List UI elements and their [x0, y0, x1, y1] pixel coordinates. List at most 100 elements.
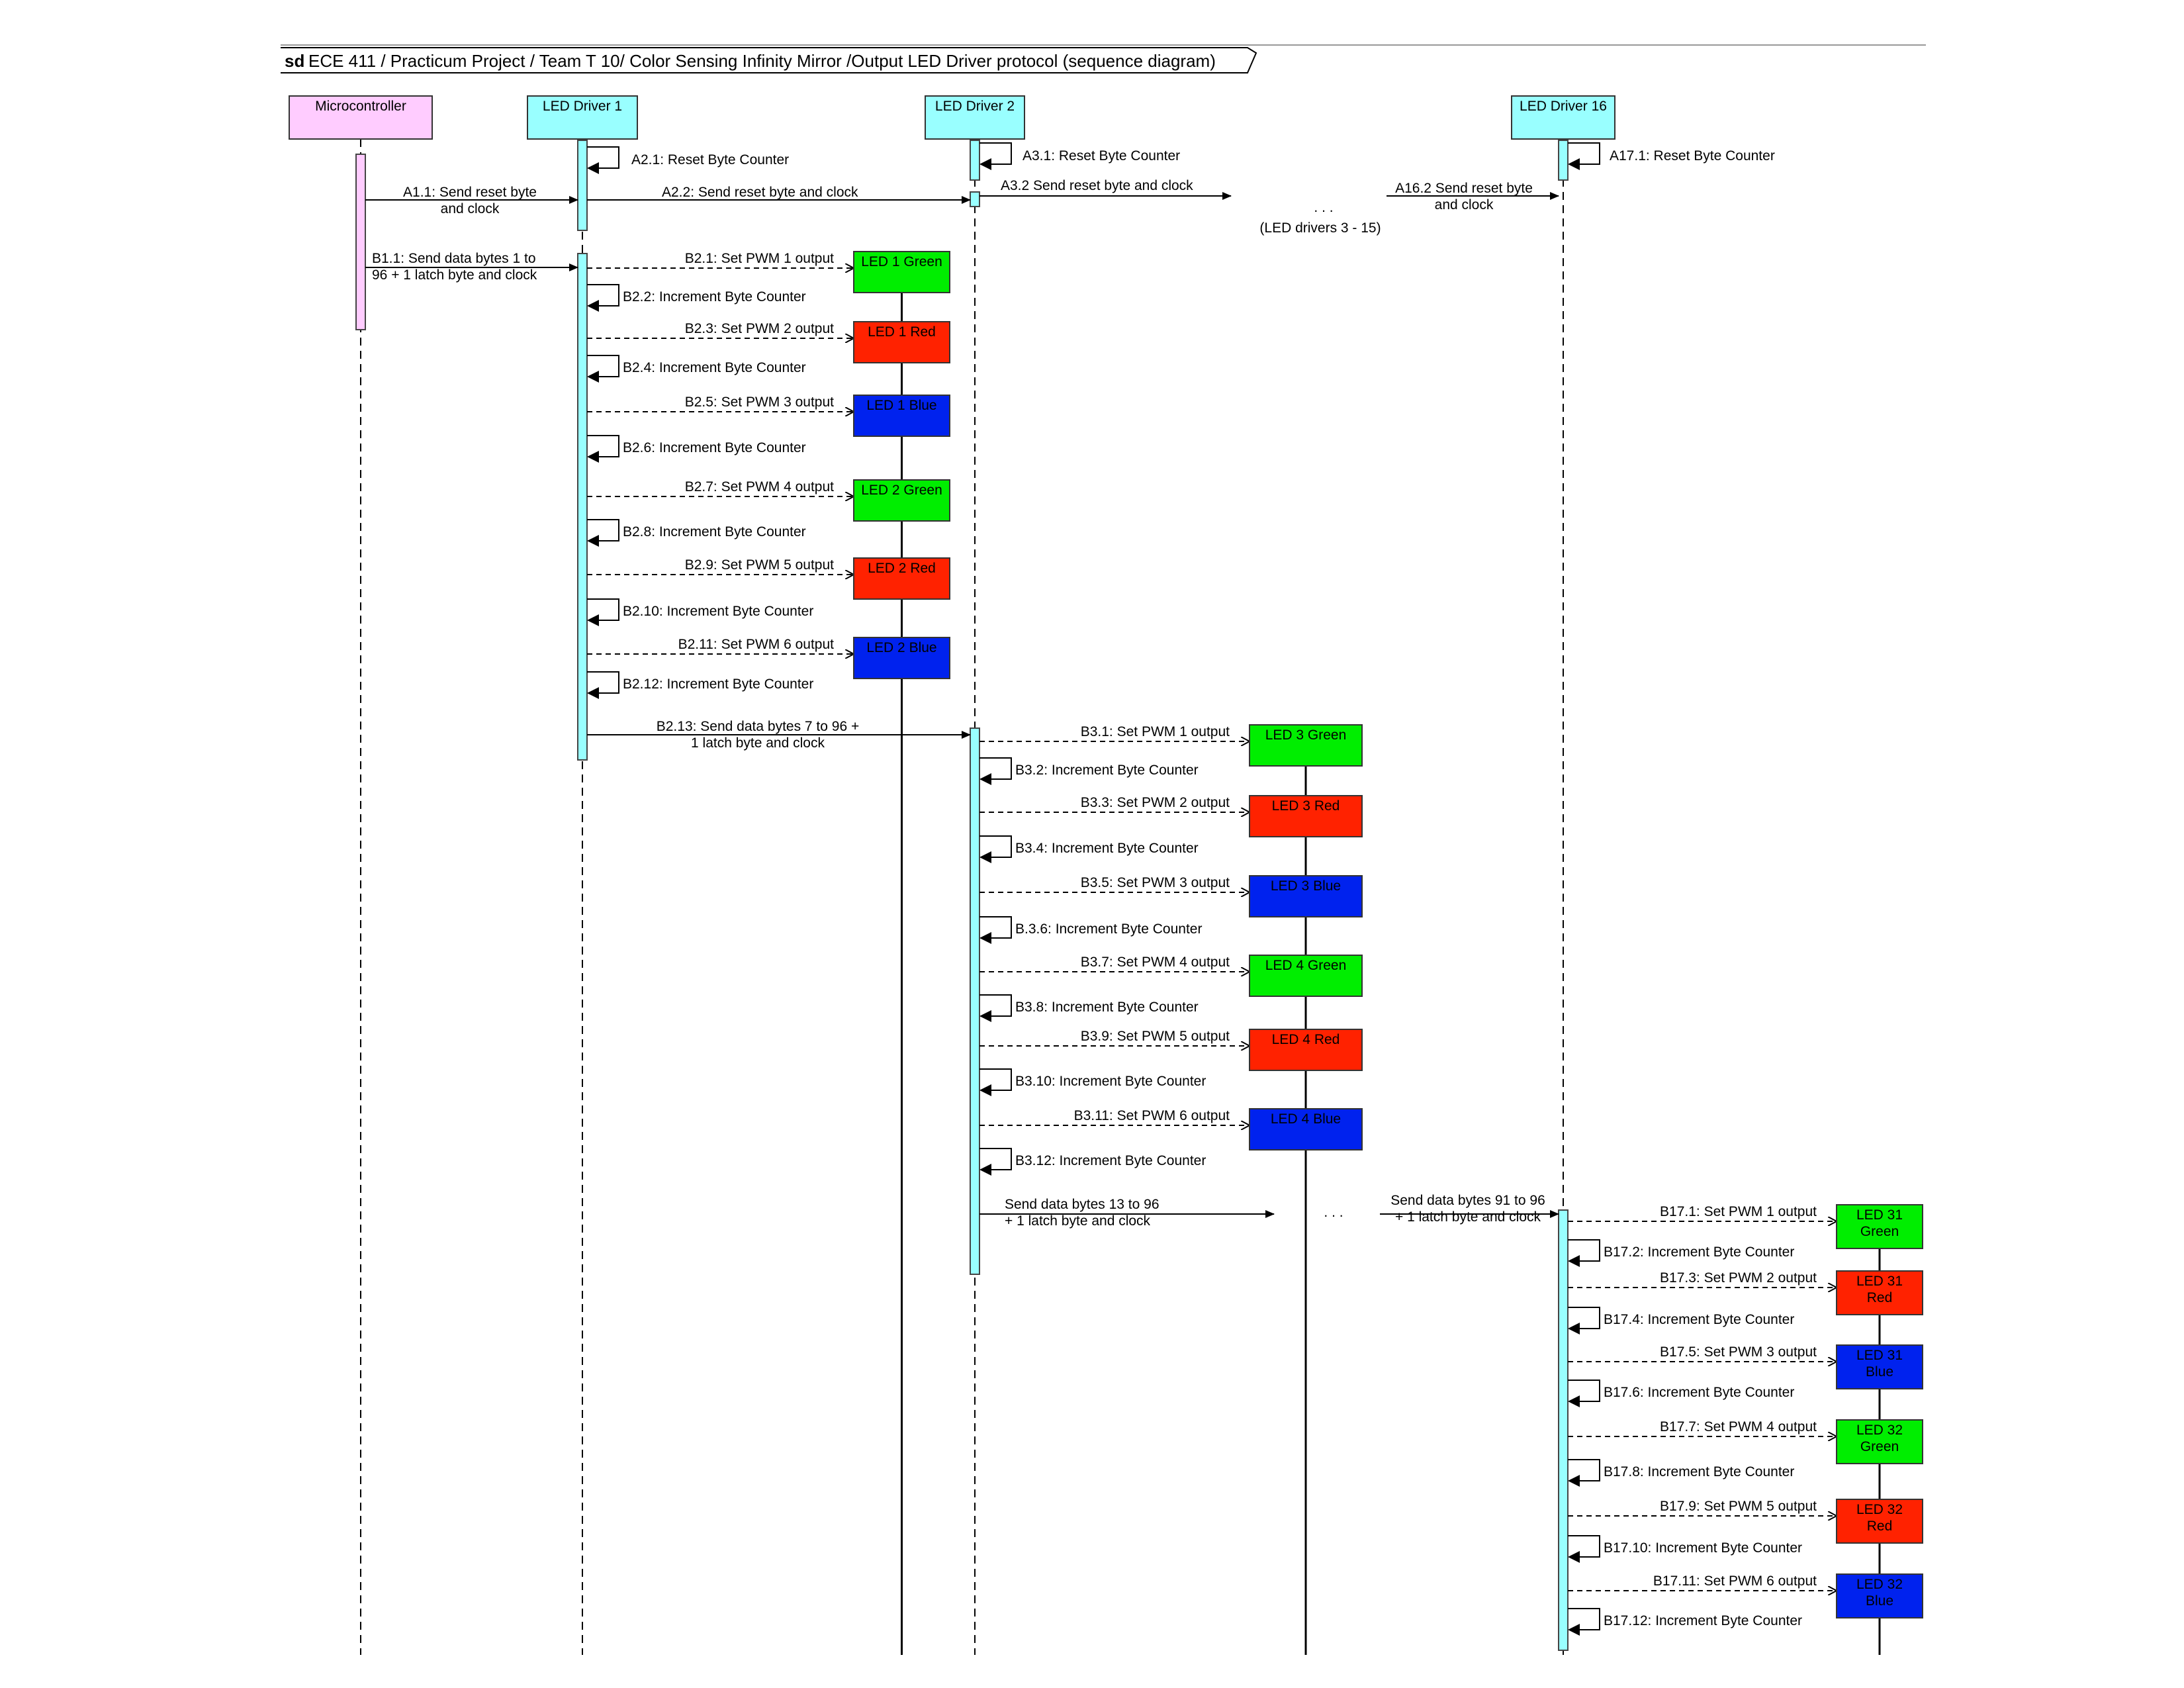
activation-d1-data [577, 253, 588, 761]
message-a32: A3.2 Send reset byte and clock [1001, 178, 1193, 193]
led-box-d2 [1249, 955, 1363, 997]
message-b11: 96 + 1 latch byte and clock [372, 267, 537, 283]
led-box-d2 [1249, 1108, 1363, 1150]
message-increment: B17.8: Increment Byte Counter [1604, 1464, 1794, 1479]
led-label: LED 4 Green [1265, 958, 1347, 973]
self-loop-increment-head [587, 614, 599, 626]
message-increment: B2.8: Increment Byte Counter [623, 524, 806, 539]
self-loop-increment [979, 1068, 1012, 1091]
self-loop-increment-head [979, 773, 991, 785]
message-increment: B3.10: Increment Byte Counter [1015, 1074, 1206, 1089]
led-box-d1 [853, 321, 950, 363]
led-box-d2 [1249, 724, 1363, 767]
lifeline-head-d1 [527, 95, 638, 140]
message-b213: 1 latch byte and clock [691, 735, 825, 751]
message-a21: A2.1: Reset Byte Counter [631, 152, 789, 167]
led-label: Green [1860, 1439, 1899, 1454]
message-set-pwm: B2.3: Set PWM 2 output [685, 321, 834, 336]
self-loop-increment-head [979, 1010, 991, 1022]
message-increment: B.3.6: Increment Byte Counter [1015, 921, 1202, 937]
message-send13: + 1 latch byte and clock [1005, 1213, 1151, 1229]
message-set-pwm: B2.5: Set PWM 3 output [685, 395, 834, 410]
led-label: LED 1 Red [868, 324, 936, 340]
led-label: LED 31 [1856, 1348, 1903, 1363]
frame-keyword: sd [285, 51, 304, 71]
lifeline-head-d2 [925, 95, 1025, 140]
message-increment: B2.4: Increment Byte Counter [623, 360, 806, 375]
self-loop-increment-head [587, 451, 599, 463]
led-label: Red [1867, 1519, 1893, 1534]
led-label: LED 1 Green [861, 254, 942, 269]
activation-d2-reset [970, 140, 980, 181]
message-increment: B3.2: Increment Byte Counter [1015, 763, 1199, 778]
self-loop-increment [979, 757, 1012, 780]
self-loop-increment-head [1568, 1255, 1580, 1267]
self-loop-increment [979, 1148, 1012, 1170]
message-increment: B2.6: Increment Byte Counter [623, 440, 806, 455]
self-loop-increment [1568, 1307, 1600, 1329]
led-box-d1 [853, 395, 950, 437]
self-loop-increment-head [587, 687, 599, 699]
message-a31: A3.1: Reset Byte Counter [1023, 148, 1180, 164]
self-loop-increment [587, 671, 619, 694]
message-set-pwm: B17.5: Set PWM 3 output [1660, 1344, 1817, 1360]
led-label: LED 1 Blue [866, 398, 936, 413]
message-a22: A2.2: Send reset byte and clock [662, 185, 858, 200]
message-increment: B2.10: Increment Byte Counter [623, 604, 813, 619]
lifeline-label-d1: LED Driver 1 [543, 99, 622, 114]
message-set-pwm: B2.11: Set PWM 6 output [678, 637, 835, 652]
activation-d16-data [1558, 1209, 1569, 1651]
led-box-d16 [1836, 1573, 1923, 1618]
led-label: Green [1860, 1224, 1899, 1239]
led-label: Blue [1866, 1593, 1893, 1609]
lifeline-label-d2: LED Driver 2 [935, 99, 1015, 114]
lifeline-label-mcu: Microcontroller [315, 99, 406, 114]
message-increment: B17.12: Increment Byte Counter [1604, 1613, 1802, 1628]
self-loop-increment-head [1568, 1624, 1580, 1636]
self-loop-increment [979, 994, 1012, 1017]
lifeline-label-d16: LED Driver 16 [1520, 99, 1607, 114]
led-box-d1 [853, 557, 950, 600]
self-loop-increment [587, 284, 619, 306]
self-loop-increment-head [587, 535, 599, 547]
led-box-d16 [1836, 1270, 1923, 1315]
self-loop-increment-head [1568, 1551, 1580, 1563]
activation-mcu [355, 154, 366, 330]
led-box-d2 [1249, 1029, 1363, 1071]
self-loop-a171-head [1568, 158, 1580, 170]
message-increment: B3.12: Increment Byte Counter [1015, 1153, 1206, 1168]
message-increment: B17.10: Increment Byte Counter [1604, 1540, 1802, 1556]
led-box-d16 [1836, 1344, 1923, 1389]
ellipsis-note: (LED drivers 3 - 15) [1259, 220, 1381, 236]
activation-d2-data [970, 727, 980, 1275]
message-set-pwm: B17.7: Set PWM 4 output [1660, 1419, 1817, 1434]
self-loop-a171 [1568, 142, 1600, 165]
self-loop-increment-head [979, 932, 991, 944]
message-set-pwm: B3.11: Set PWM 6 output [1074, 1108, 1230, 1123]
led-box-d16 [1836, 1419, 1923, 1464]
led-label: LED 32 [1856, 1577, 1903, 1592]
message-set-pwm: B2.1: Set PWM 1 output [685, 251, 834, 266]
led-label: LED 2 Red [868, 561, 936, 576]
self-loop-increment [587, 598, 619, 621]
self-loop-increment-head [1568, 1323, 1580, 1335]
led-box-d1 [853, 479, 950, 522]
message-increment: B2.2: Increment Byte Counter [623, 289, 806, 305]
self-loop-increment [979, 916, 1012, 939]
self-loop-a31-head [979, 158, 991, 170]
led-box-d1 [853, 251, 950, 293]
self-loop-increment-head [587, 371, 599, 383]
message-b213: B2.13: Send data bytes 7 to 96 + [657, 719, 859, 734]
lifeline-head-d16 [1511, 95, 1615, 140]
led-label: LED 32 [1856, 1502, 1903, 1517]
activation-d16-reset [1558, 140, 1569, 181]
message-set-pwm: B3.1: Set PWM 1 output [1081, 724, 1230, 739]
message-send13: Send data bytes 13 to 96 [1005, 1197, 1160, 1212]
self-loop-increment [1568, 1535, 1600, 1558]
self-loop-increment-head [1568, 1395, 1580, 1407]
diagram-content: Microcontroller LED Driver 1 LED Driver 2 L… [289, 95, 1923, 1655]
self-loop-increment-head [979, 1084, 991, 1096]
message-increment: B17.4: Increment Byte Counter [1604, 1312, 1794, 1327]
activation-d2-recv [970, 191, 980, 207]
lifeline-head-mcu [289, 95, 433, 140]
